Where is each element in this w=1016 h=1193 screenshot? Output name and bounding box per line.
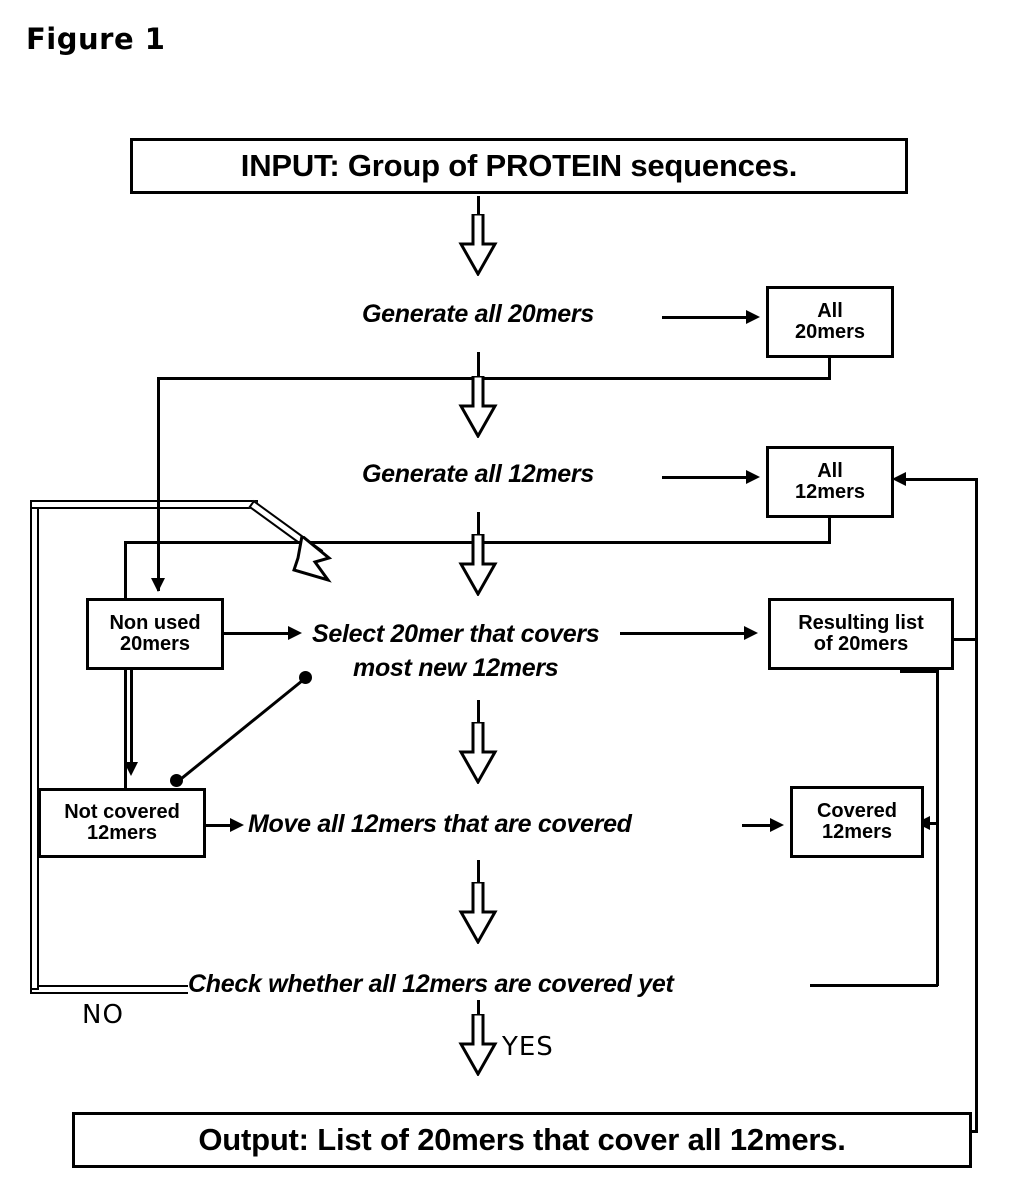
block-arrow-down-yes [458,1012,498,1081]
output-box-label: Output: List of 20mers that cover all 12… [198,1121,846,1157]
connector-check-to-output [477,1000,480,1016]
figure-title: Figure 1 [26,22,166,56]
connector-check-to-right-rail [810,984,938,987]
not-covered-12mers-box: Not covered 12mers [38,788,206,858]
non-used-20mers-box: Non used 20mers [86,598,224,670]
process-select-20mer-line1: Select 20mer that covers [312,620,600,648]
connector-rail-to-all12 [900,478,978,481]
block-arrow-down-3 [458,532,498,601]
arrowhead-right-3 [288,626,302,640]
process-select-20mer: Select 20mer that covers most new 12mers [312,618,600,686]
connector-resulting-out-down [975,638,978,672]
block-arrow-down-2 [458,374,498,443]
covered-12mers-box: Covered 12mers [790,786,924,858]
not-covered-12mers-line2: 12mers [86,822,158,844]
connector-generate12-to-all12 [662,476,750,479]
connector-all20-down [828,356,831,380]
connector-all20-left [157,377,831,380]
block-arrow-down-yes-glyph [458,1012,498,1078]
process-move-12mers: Move all 12mers that are covered [248,810,632,839]
arrowhead-right-4 [744,626,758,640]
connector-resulting-to-rail [900,670,939,673]
arrowhead-left-all12 [892,472,906,486]
connector-gen20-to-gen12-top [477,352,480,378]
arrowhead-right-1 [746,310,760,324]
all-20mers-line2: 20mers [794,321,866,343]
loop-no-left [30,500,39,990]
connector-gen12-to-select-top [477,512,480,536]
not-covered-12mers-line1: Not covered [64,800,180,823]
all-20mers-box: All 20mers [766,286,894,358]
arrowhead-right-5 [230,818,244,832]
block-arrow-down-2-glyph [458,374,498,440]
process-generate-20mers: Generate all 20mers [362,300,594,329]
arrowhead-down-notcovered [124,762,138,776]
block-arrow-down-3-glyph [458,532,498,598]
branch-label-yes: YES [502,1032,554,1062]
process-select-20mer-line2: most new 12mers [353,653,559,682]
process-check-covered: Check whether all 12mers are covered yet [188,970,674,999]
input-box-label: INPUT: Group of PROTEIN sequences. [240,147,798,183]
all-20mers-line1: All [817,299,843,322]
block-arrow-down-5-glyph [458,880,498,946]
all-12mers-line1: All [817,459,843,482]
loop-no-arrowhead-glyph [292,533,333,583]
right-rail-to-all12 [975,478,978,670]
connector-nonused-to-select [224,632,292,635]
connector-notcovered-to-move [206,824,234,827]
connector-input-to-generate20 [477,196,480,218]
right-rail-outer-to-output [975,668,978,1132]
connector-all12-down [828,516,831,544]
all-12mers-box: All 12mers [766,446,894,518]
link-dot-upper [299,671,312,684]
non-used-20mers-line2: 20mers [119,633,191,655]
resulting-list-line2: of 20mers [813,633,909,655]
block-arrow-down-4 [458,720,498,789]
arrowhead-right-2 [746,470,760,484]
connector-move-to-check-top [477,860,480,884]
link-dot-lower [170,774,183,787]
right-rail-inner [936,670,939,986]
connector-rail-to-covered [924,822,939,825]
block-arrow-down-1-glyph [458,212,498,278]
covered-12mers-line1: Covered [816,799,898,822]
connector-all20-to-nonused [157,377,160,591]
connector-resulting-out [954,638,978,641]
arrowhead-right-6 [770,818,784,832]
resulting-list-line1: Resulting list [798,611,924,634]
connector-move-to-covered [742,824,776,827]
input-box: INPUT: Group of PROTEIN sequences. [130,138,908,194]
covered-12mers-line2: 12mers [821,821,893,843]
process-generate-12mers: Generate all 12mers [362,460,594,489]
non-used-20mers-line1: Non used [109,611,201,634]
block-arrow-down-1 [458,212,498,281]
block-arrow-down-4-glyph [458,720,498,786]
all-12mers-line2: 12mers [794,481,866,503]
connector-nonused-down [130,668,133,766]
block-arrow-down-5 [458,880,498,949]
loop-no-top [30,500,258,509]
connector-select-to-move-top [477,700,480,724]
loop-no-bottom [30,985,190,994]
loop-no-arrowhead [282,533,342,599]
diagonal-link-line [176,677,306,783]
branch-label-no: NO [82,1000,124,1030]
output-box: Output: List of 20mers that cover all 12… [72,1112,972,1168]
arrowhead-down-nonused [151,578,165,592]
connector-select-to-resulting [620,632,748,635]
resulting-list-box: Resulting list of 20mers [768,598,954,670]
connector-generate20-to-all20 [662,316,750,319]
